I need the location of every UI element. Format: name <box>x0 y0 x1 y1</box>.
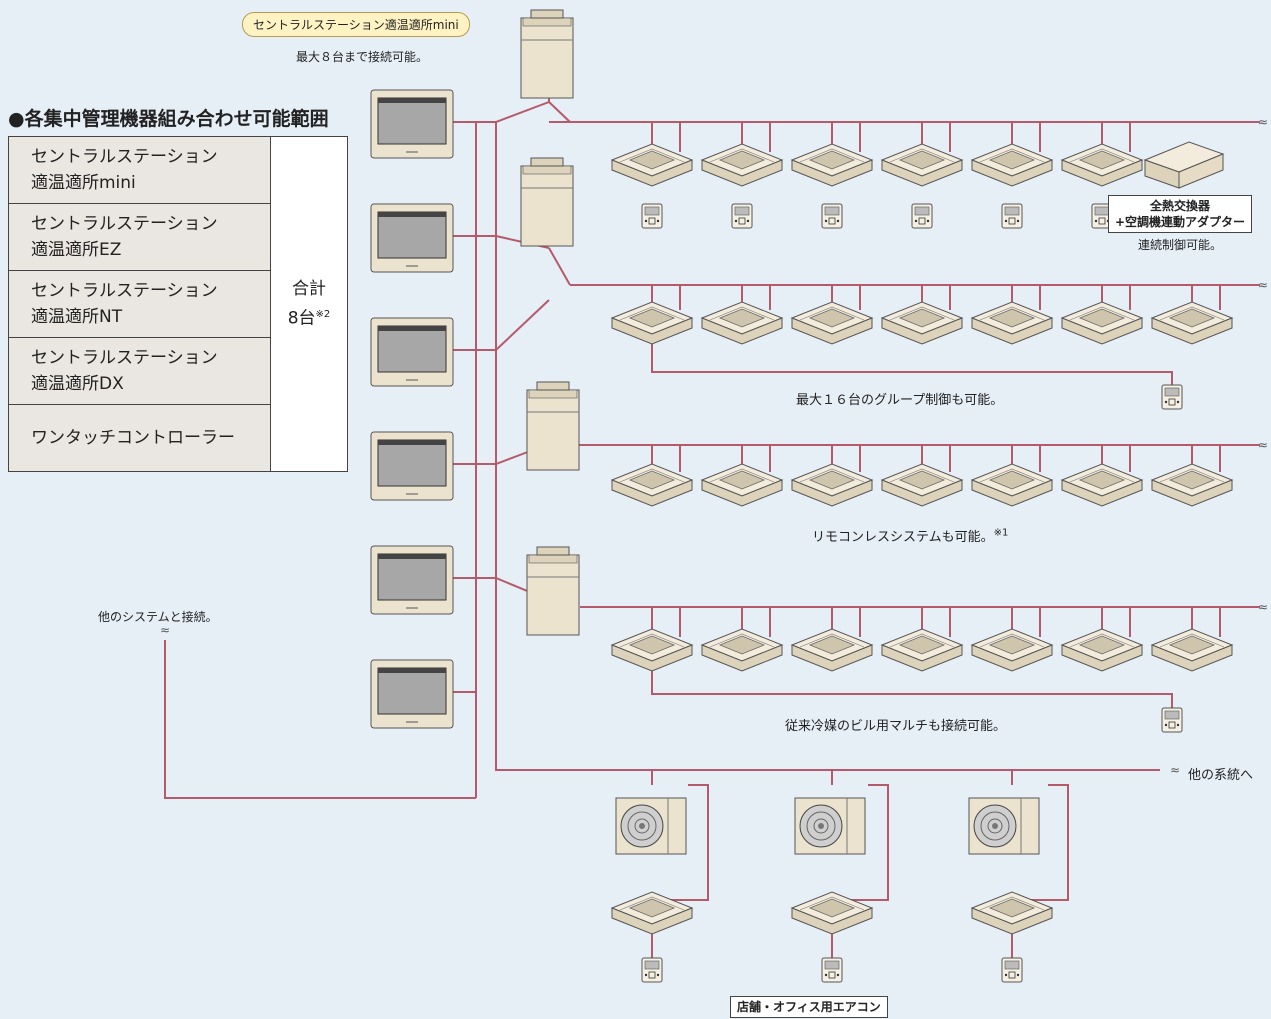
signal-wire <box>921 121 951 152</box>
signal-wire <box>1101 444 1131 472</box>
device-cell: セントラルステーション適温適所EZ <box>8 203 271 271</box>
central-controller <box>370 545 454 615</box>
condensing-unit <box>615 797 687 855</box>
signal-wire <box>651 444 681 472</box>
central-controller <box>370 89 454 159</box>
signal-wire <box>1011 444 1041 472</box>
other-system-note: 他のシステムと接続。 <box>98 610 218 624</box>
signal-wire <box>741 121 771 152</box>
heat-exchanger-label: 全熱交換器+空調機連動アダプター <box>1108 195 1253 233</box>
signal-wire <box>1101 284 1131 310</box>
outdoor-unit <box>526 381 580 471</box>
range-title: ●各集中管理機器組み合わせ可能範囲 <box>8 108 329 130</box>
central-controller <box>370 203 454 273</box>
remoteless-note: リモコンレスシステムも可能。※1 <box>812 527 1009 545</box>
signal-wire <box>1011 606 1041 637</box>
svg-text:≈: ≈ <box>160 623 170 637</box>
device-cell: ワンタッチコントローラー <box>8 404 271 472</box>
svg-text:≈: ≈ <box>1258 600 1268 614</box>
signal-wire <box>651 606 681 637</box>
indoor-unit <box>971 891 1053 935</box>
device-cell: セントラルステーション適温適所DX <box>8 337 271 405</box>
remote-controller <box>821 203 843 229</box>
signal-wire <box>741 606 771 637</box>
svg-text:≈: ≈ <box>1258 438 1268 452</box>
total-count: 8台 <box>287 308 316 329</box>
remote-controller <box>641 957 663 983</box>
signal-wire <box>831 284 861 310</box>
total-label: 合計 <box>292 279 326 300</box>
remote-controller <box>821 957 843 983</box>
central-controller <box>370 431 454 501</box>
device-cell: セントラルステーション適温適所NT <box>8 270 271 338</box>
signal-wire <box>1011 121 1041 152</box>
heat-exchanger-unit <box>1143 141 1225 189</box>
signal-wire <box>1011 284 1041 310</box>
outdoor-unit <box>520 157 574 247</box>
signal-wire <box>1101 606 1131 637</box>
other-lines-note: 他の系統へ <box>1188 768 1254 783</box>
outdoor-unit <box>520 9 574 99</box>
multi-note: 従来冷媒のビル用マルチも接続可能。 <box>785 719 1007 734</box>
condensing-unit <box>968 797 1040 855</box>
remote-controller <box>1001 203 1023 229</box>
combination-table: セントラルステーション適温適所mini 合計 8台※2 セントラルステーション適… <box>8 136 348 472</box>
remote-controller <box>1161 707 1183 733</box>
signal-wire <box>831 606 861 637</box>
signal-wire <box>921 444 951 472</box>
signal-wire <box>1191 284 1221 310</box>
signal-wire <box>831 444 861 472</box>
remote-controller <box>1001 957 1023 983</box>
signal-wire <box>921 284 951 310</box>
central-controller <box>370 659 454 729</box>
svg-text:≈: ≈ <box>1258 115 1268 129</box>
group-control-note: 最大１６台のグループ制御も可能。 <box>796 393 1004 408</box>
shop-office-label: 店舗・オフィス用エアコン <box>730 996 888 1018</box>
signal-wire <box>831 121 861 152</box>
signal-wire <box>741 284 771 310</box>
product-pill: セントラルステーション適温適所mini <box>242 12 470 37</box>
central-controller <box>370 317 454 387</box>
remote-controller <box>1161 384 1183 410</box>
signal-wire <box>1191 606 1221 637</box>
svg-text:≈: ≈ <box>1170 763 1180 777</box>
signal-wire <box>1191 444 1221 472</box>
svg-text:≈: ≈ <box>1258 278 1268 292</box>
max-connection-note: 最大８台まで接続可能。 <box>296 50 429 64</box>
remote-controller <box>641 203 663 229</box>
signal-wire <box>741 444 771 472</box>
signal-wire <box>651 121 681 152</box>
device-cell: セントラルステーション適温適所mini <box>8 136 271 204</box>
outdoor-unit <box>526 546 580 636</box>
continuous-note: 連続制御可能。 <box>1138 238 1223 252</box>
signal-wire <box>651 284 681 310</box>
signal-wire <box>1101 121 1131 152</box>
indoor-unit <box>791 891 873 935</box>
remote-controller <box>911 203 933 229</box>
indoor-unit <box>611 891 693 935</box>
signal-wire <box>921 606 951 637</box>
remote-controller <box>731 203 753 229</box>
total-cell: 合計 8台※2 <box>270 136 348 472</box>
condensing-unit <box>794 797 866 855</box>
total-note: ※2 <box>315 309 331 321</box>
